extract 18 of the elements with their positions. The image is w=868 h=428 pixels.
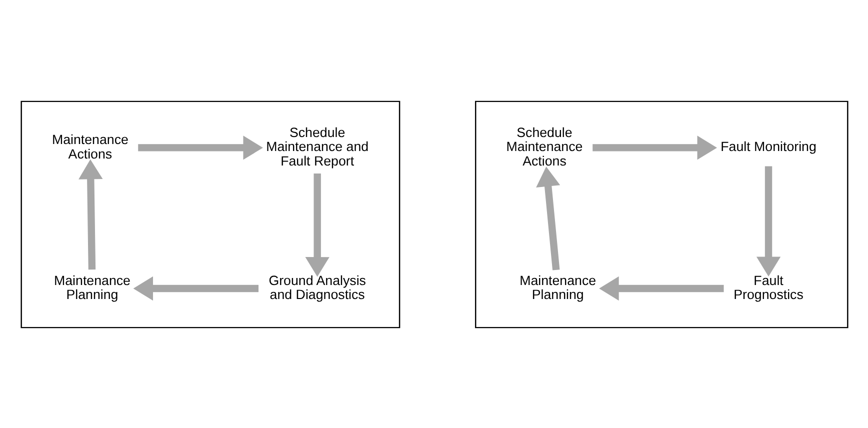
cluster: [474, 100, 848, 328]
arrow: [304, 173, 329, 276]
node-text: Maintenance Planning: [54, 272, 130, 302]
arrow: [132, 276, 258, 300]
node-text: Schedule Maintenance and Fault Report: [266, 124, 368, 168]
arrow: [536, 166, 560, 270]
arrow: [138, 135, 262, 160]
arrow: [598, 276, 724, 300]
cluster: [20, 100, 400, 328]
arrow: [756, 166, 780, 276]
node-text: Maintenance Planning: [519, 272, 596, 302]
node-text: Fault Monitoring: [720, 138, 816, 154]
arrow: [78, 158, 102, 270]
arrow: [592, 135, 717, 160]
node-text: Fault Prognostics: [733, 272, 803, 302]
node-text: Ground Analysis and Diagnostics: [268, 272, 366, 302]
node-text: Maintenance Actions: [51, 131, 128, 161]
node-text: Schedule Maintenance Actions: [506, 124, 582, 168]
